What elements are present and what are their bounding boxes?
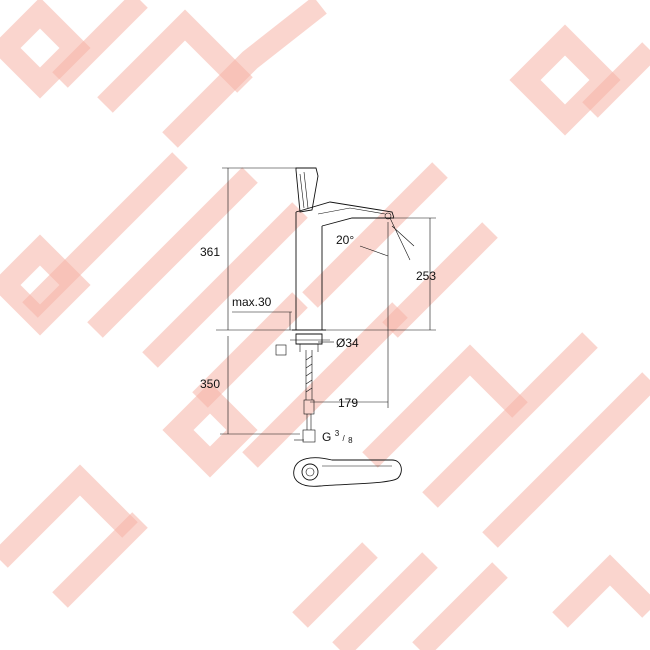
watermark-stroke xyxy=(382,222,498,338)
dimension-labels: 361 253 20° max.30 Ø34 350 179 G 3 / 8 xyxy=(200,233,436,445)
top-view-hub-inner xyxy=(305,467,315,477)
watermark-stroke xyxy=(332,552,438,650)
watermark-stroke xyxy=(97,9,253,113)
mounting-nut xyxy=(295,333,323,345)
spout-projection-label: 179 xyxy=(338,396,358,410)
watermark-stroke xyxy=(52,0,148,88)
faucet-side-view xyxy=(275,167,395,443)
watermark-stroke xyxy=(162,0,327,148)
connection-thread-label: G 3 / 8 xyxy=(322,425,353,445)
lever-handle-detail xyxy=(303,171,309,209)
watermark-row-bottom xyxy=(0,332,650,650)
watermark-diamond xyxy=(0,0,91,99)
lever-handle xyxy=(295,167,319,213)
watermark-row-middle xyxy=(0,152,498,478)
top-view-hub xyxy=(301,463,319,481)
hose-fitting xyxy=(303,399,315,415)
watermark-stroke xyxy=(22,152,188,318)
spout xyxy=(295,201,395,227)
watermark-row-top xyxy=(0,0,650,148)
max-deck-thickness-label: max.30 xyxy=(232,295,272,309)
watermark-stroke xyxy=(242,302,408,468)
watermark-stroke xyxy=(192,292,308,408)
hose-length-label: 350 xyxy=(200,377,220,391)
watermark-stroke xyxy=(412,562,508,650)
watermark-stroke xyxy=(0,464,138,568)
flex-hose-braid xyxy=(305,355,313,393)
watermark-stroke xyxy=(142,202,308,368)
watermark-diamond xyxy=(0,234,91,336)
watermark-stroke xyxy=(582,42,650,118)
watermark-stroke xyxy=(362,344,528,468)
watermark-stroke xyxy=(482,372,650,548)
faucet-top-view xyxy=(293,457,402,487)
overall-height-label: 361 xyxy=(200,245,220,259)
hole-diameter-label: Ø34 xyxy=(336,336,359,350)
top-view-outline xyxy=(293,457,402,487)
hose-nut xyxy=(302,429,316,443)
dimension-lines xyxy=(216,167,436,441)
angle-leader xyxy=(359,245,389,257)
angle-lines xyxy=(389,217,415,261)
watermark-stroke xyxy=(87,167,258,338)
mounting-rod xyxy=(299,344,319,352)
watermark-stroke xyxy=(422,332,598,508)
aerator xyxy=(384,212,392,220)
spout-height-label: 253 xyxy=(416,269,436,283)
hose-end xyxy=(306,414,312,430)
watermark-diamond xyxy=(162,382,258,478)
watermark-stroke xyxy=(302,162,448,308)
watermark-stroke xyxy=(552,554,650,628)
mounting-bracket xyxy=(275,344,287,356)
spout-detail xyxy=(317,207,386,215)
angle-label: 20° xyxy=(336,233,354,247)
watermark-stroke xyxy=(292,542,378,628)
watermark-stroke xyxy=(52,512,148,608)
lever-handle-detail xyxy=(299,173,305,209)
